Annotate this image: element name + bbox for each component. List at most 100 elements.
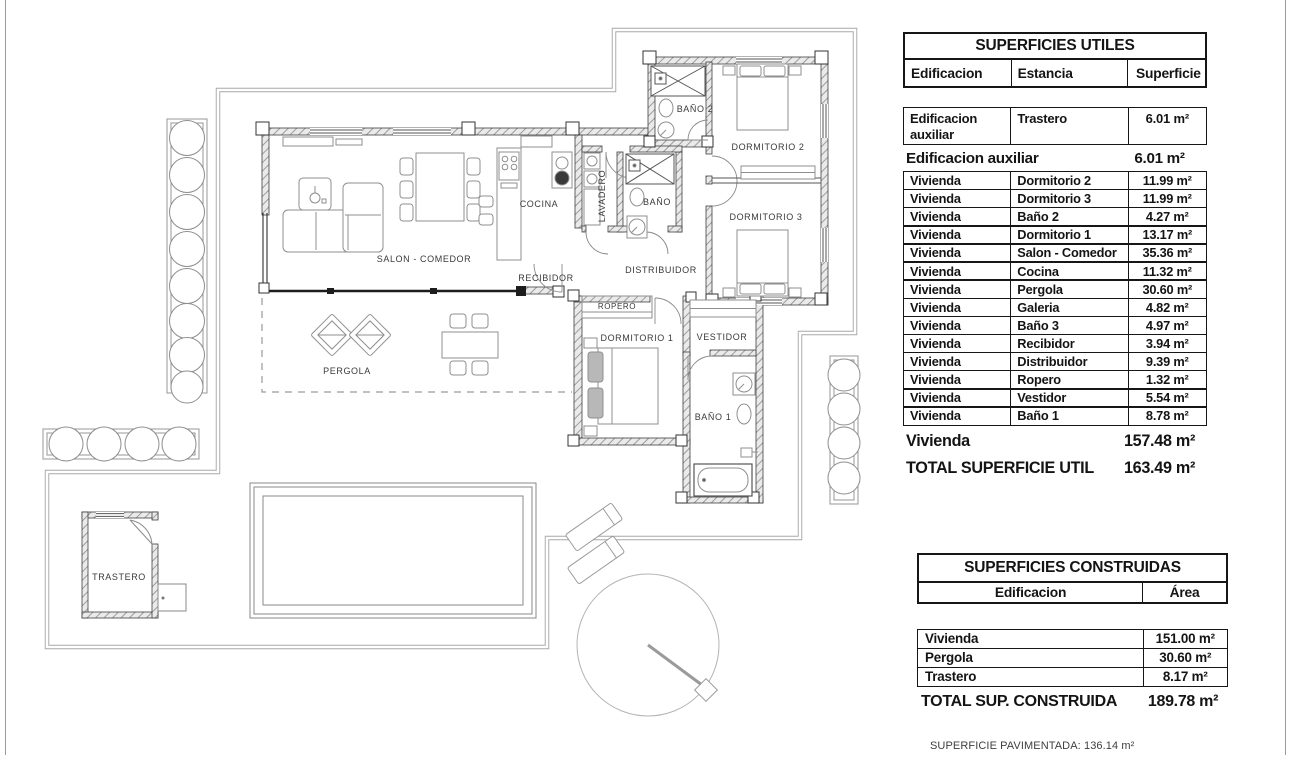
sheet-border-left bbox=[5, 0, 6, 755]
table-row-aux: Edificacion auxiliar Trastero 6.01 m² bbox=[903, 107, 1207, 146]
salon-glazing bbox=[262, 213, 518, 293]
room-label-bano1: BAÑO 1 bbox=[695, 412, 732, 422]
cell-estancia: Recibidor bbox=[1010, 334, 1127, 353]
grand-total-value: 163.49 m² bbox=[1123, 459, 1196, 478]
cell-estancia: Salon - Comedor bbox=[1010, 244, 1127, 262]
vivienda-total-label: Vivienda bbox=[906, 432, 970, 451]
superficies-utiles-table: SUPERFICIES UTILES Edificacion Estancia … bbox=[903, 32, 1207, 482]
column-header-area: Área bbox=[1142, 583, 1226, 602]
column-header-superficie: Superficie bbox=[1126, 60, 1205, 86]
cell-area: 151.00 m² bbox=[1142, 629, 1227, 648]
outdoor-table bbox=[441, 313, 499, 376]
cell-edificacion: Trastero bbox=[925, 669, 977, 685]
tree-icon bbox=[48, 426, 197, 462]
wardrobe bbox=[712, 165, 821, 184]
glazing-mullions bbox=[327, 286, 526, 296]
tree-icon bbox=[169, 120, 205, 404]
window-icon bbox=[96, 512, 124, 518]
construidas-total-label: TOTAL SUP. CONSTRUIDA bbox=[921, 693, 1118, 710]
room-label-dormitorio3: DORMITORIO 3 bbox=[729, 212, 802, 222]
cell-edificacion: Vivienda bbox=[910, 281, 961, 297]
sun-loungers bbox=[565, 503, 625, 584]
window-icon bbox=[821, 104, 828, 138]
tree-planter-left bbox=[166, 118, 208, 404]
cell-superficie: 3.94 m² bbox=[1127, 334, 1206, 353]
trastero-annex bbox=[157, 583, 187, 612]
tree-icon bbox=[827, 358, 861, 495]
cell-superficie: 9.39 m² bbox=[1127, 352, 1206, 371]
cell-estancia: Dormitorio 3 bbox=[1010, 189, 1127, 208]
cell-edificacion: Vivienda bbox=[910, 245, 961, 261]
cell-edificacion: Vivienda bbox=[910, 336, 961, 352]
cell-estancia: Dormitorio 1 bbox=[1010, 226, 1127, 244]
cell-superficie: 11.99 m² bbox=[1127, 171, 1206, 190]
room-labels: SALON - COMEDOR COCINA LAVADERO BAÑO BAÑ… bbox=[92, 104, 804, 582]
cell-superficie: 4.27 m² bbox=[1127, 208, 1206, 226]
furniture bbox=[282, 63, 821, 497]
bathtub-icon bbox=[693, 463, 753, 497]
cell-estancia: Pergola bbox=[1010, 280, 1127, 298]
cell-edificacion: Vivienda bbox=[910, 263, 961, 279]
table-header-row: Edificacion Área bbox=[917, 583, 1228, 604]
tv-cabinet bbox=[282, 136, 363, 147]
grand-total-row: TOTAL SUPERFICIE UTIL 163.49 m² bbox=[903, 456, 1207, 482]
cell-edificacion: Vivienda bbox=[910, 209, 961, 225]
toilet-icon bbox=[736, 403, 752, 425]
door-arc-icon bbox=[645, 231, 669, 255]
door-arc-icon bbox=[711, 180, 738, 207]
fireplace-icon bbox=[298, 177, 332, 211]
cell-edificacion: Vivienda bbox=[910, 317, 961, 333]
room-label-ropero: ROPERO bbox=[598, 302, 636, 311]
pergola-area bbox=[261, 298, 572, 393]
door-arc-icon bbox=[711, 155, 738, 182]
kitchen-island bbox=[478, 147, 522, 261]
cell-estancia: Distribuidor bbox=[1010, 352, 1127, 371]
room-label-bano3: BAÑO bbox=[643, 197, 671, 207]
window-icon bbox=[821, 228, 828, 262]
cell-estancia: Cocina bbox=[1010, 262, 1127, 280]
construidas-total-row: TOTAL SUP. CONSTRUIDA 189.78 m² bbox=[917, 689, 1228, 715]
cell-estancia: Dormitorio 2 bbox=[1010, 171, 1127, 190]
window-icon bbox=[736, 57, 782, 64]
cell-edificacion: Vivienda bbox=[910, 191, 961, 207]
cell-superficie: 35.36 m² bbox=[1127, 244, 1206, 262]
kitchen-sink bbox=[551, 151, 573, 189]
table-title: SUPERFICIES CONSTRUIDAS bbox=[917, 553, 1228, 583]
door-arc-icon bbox=[129, 519, 153, 547]
room-label-pergola: PERGOLA bbox=[323, 366, 371, 376]
cell-edificacion: Vivienda bbox=[910, 408, 961, 424]
room-label-recibidor: RECIBIDOR bbox=[518, 273, 573, 283]
cell-estancia: Trastero bbox=[1010, 108, 1127, 145]
cell-superficie: 6.01 m² bbox=[1127, 108, 1206, 145]
tree-planter-bottom bbox=[42, 426, 200, 462]
cell-estancia: Baño 1 bbox=[1010, 407, 1127, 425]
shower-icon bbox=[625, 153, 675, 185]
closet bbox=[581, 295, 653, 319]
tree-planter-right bbox=[827, 355, 861, 505]
pavimentada-footnote: SUPERFICIE PAVIMENTADA: 136.14 m² bbox=[930, 740, 1135, 752]
cell-area: 8.17 m² bbox=[1142, 667, 1227, 686]
cell-edificacion: Vivienda bbox=[910, 354, 961, 370]
cell-superficie: 30.60 m² bbox=[1127, 280, 1206, 298]
pergola-armchair bbox=[311, 314, 391, 356]
cell-edificacion: Vivienda bbox=[910, 299, 961, 315]
cell-area: 30.60 m² bbox=[1142, 648, 1227, 667]
cell-superficie: 11.32 m² bbox=[1127, 262, 1206, 280]
dining-table bbox=[399, 152, 481, 222]
toilet-icon bbox=[657, 121, 675, 139]
room-label-distribuidor: DISTRIBUIDOR bbox=[625, 265, 697, 275]
cell-edificacion: Vivienda bbox=[925, 631, 979, 647]
sink-icon bbox=[658, 98, 674, 118]
aux-total-value: 6.01 m² bbox=[1134, 149, 1185, 167]
room-label-dormitorio1: DORMITORIO 1 bbox=[600, 333, 673, 343]
trastero-building bbox=[81, 511, 187, 619]
cell-superficie: 4.97 m² bbox=[1127, 316, 1206, 335]
